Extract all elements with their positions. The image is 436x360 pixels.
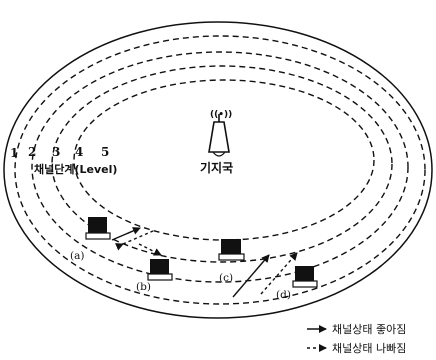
base-station: ((•)) <box>208 110 232 157</box>
outer-cell-boundary <box>3 21 433 319</box>
level-label-5: 5 <box>101 145 109 159</box>
level-label-4: 4 <box>75 145 83 159</box>
laptop-d <box>292 266 318 288</box>
path-label-a: (a) <box>70 250 84 262</box>
level-caption: 채널단계(Level) <box>34 162 117 176</box>
legend: 채널상태 좋아짐 채널상태 나빠짐 <box>307 323 406 355</box>
legend-good-label: 채널상태 좋아짐 <box>332 323 406 336</box>
level-label-1: 1 <box>10 146 18 160</box>
path-label-d: (d) <box>276 289 291 301</box>
level-ring-4 <box>73 79 375 241</box>
laptop-b <box>147 259 173 281</box>
level-label-2: 2 <box>28 145 36 159</box>
level-ring-2 <box>31 51 409 283</box>
legend-bad-label: 채널상태 나빠짐 <box>332 342 406 355</box>
level-ring-1 <box>14 35 426 305</box>
antenna-signal-icon: ((•)) <box>210 110 232 120</box>
arrow-c-good <box>232 254 270 298</box>
arrow-a-good <box>111 227 141 241</box>
base-station-label: 기지국 <box>200 160 233 175</box>
tower-icon <box>208 121 230 153</box>
path-label-b: (b) <box>136 281 151 293</box>
level-ring-3 <box>51 65 393 263</box>
path-label-c: (c) <box>219 272 233 284</box>
arrow-d-bad <box>260 252 298 295</box>
level-label-3: 3 <box>52 145 60 159</box>
laptop-a <box>85 217 111 240</box>
arrow-b-bad <box>138 243 162 256</box>
laptop-c <box>218 239 245 261</box>
